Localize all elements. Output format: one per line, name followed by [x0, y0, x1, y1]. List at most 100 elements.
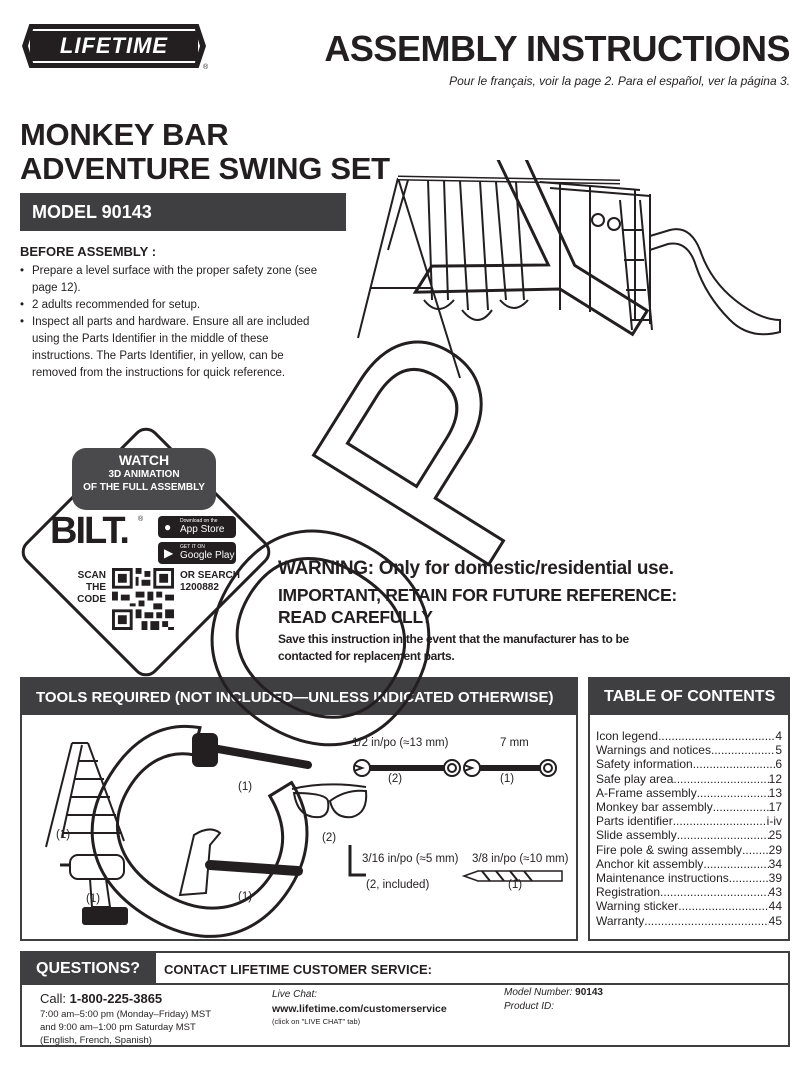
toc-item[interactable]: Icon legend4 [596, 729, 782, 743]
questions-heading: QUESTIONS? [22, 953, 156, 985]
combination-wrench-icon [353, 759, 461, 777]
wrench-half-inch-label: 1/2 in/po (≈13 mm) [352, 737, 449, 749]
language-note: Pour le français, voir la page 2. Para e… [449, 74, 790, 88]
watch-subtitle-2: OF THE FULL ASSEMBLY [83, 482, 205, 493]
wrench-7mm-quantity: (1) [500, 773, 515, 785]
search-text: OR SEARCH 1200882 [180, 570, 240, 594]
toc-item[interactable]: Warranty45 [596, 914, 782, 928]
toc-item-title: Maintenance instructions [596, 871, 729, 886]
toc-item-title: Monkey bar assembly [596, 800, 713, 815]
toc-item[interactable]: Anchor kit assembly34 [596, 857, 782, 871]
document-title: ASSEMBLY INSTRUCTIONS [324, 28, 790, 69]
toc-item-title: Warnings and notices [596, 743, 711, 758]
hours-line: (English, French, Spanish) [40, 1035, 152, 1046]
toc-leader [678, 899, 768, 913]
hammer-quantity: (1) [238, 891, 253, 903]
toc-item[interactable]: Registration43 [596, 885, 782, 899]
toc-item[interactable]: Fire pole & swing assembly29 [596, 843, 782, 857]
toc-leader [658, 729, 775, 743]
phone-number[interactable]: 1-800-225-3865 [69, 991, 163, 1006]
bilt-logo: BILT. [50, 510, 130, 552]
toc-item[interactable]: Warnings and notices 5 [596, 743, 782, 757]
toc-item-page: 39 [768, 871, 782, 886]
toc-item-page: 17 [768, 800, 782, 815]
claw-hammer-icon [178, 828, 303, 897]
toc-item-title: Safety information [596, 757, 693, 772]
logo-text: LIFETIME [59, 33, 169, 58]
tools-required-section: TOOLS REQUIRED (NOT INCLUDED—UNLESS INDI… [20, 677, 578, 941]
toc-leader [697, 786, 769, 800]
toc-list: Icon legend4 Warnings and notices 5 Safet… [590, 715, 788, 928]
list-item: Inspect all parts and hardware. Ensure a… [20, 314, 320, 382]
glasses-quantity: (2) [322, 832, 337, 844]
apple-icon: ● [164, 520, 172, 534]
toc-leader [673, 814, 767, 828]
warning-save-instruction: Save this instruction in the event that … [278, 632, 629, 663]
warning-retain-reference: IMPORTANT, RETAIN FOR FUTURE REFERENCE: … [278, 585, 677, 627]
toc-item-page: 6 [775, 757, 782, 772]
search-text-line1: OR SEARCH [180, 570, 241, 581]
logo-registered-mark: ® [203, 64, 209, 71]
toc-item-page: 34 [768, 856, 782, 871]
before-assembly-heading: BEFORE ASSEMBLY : [20, 244, 157, 259]
toc-heading: TABLE OF CONTENTS [590, 679, 788, 715]
toc-item-page: 25 [768, 828, 782, 843]
mallet-quantity: (1) [238, 781, 253, 793]
list-item: 2 adults recommended for setup. [20, 297, 320, 314]
divider [22, 983, 788, 985]
toc-item-title: Warranty [596, 913, 645, 928]
hours-line: and 9:00 am–1:00 pm Saturday MST [40, 1022, 196, 1033]
toc-item[interactable]: Parts identifieri-iv [596, 814, 782, 828]
toc-item-page: 43 [768, 885, 782, 900]
google-play-label: Google Play [180, 550, 235, 561]
ladder-quantity: (1) [56, 829, 71, 841]
step-ladder-icon [45, 742, 125, 848]
toc-leader [711, 743, 775, 757]
toc-item[interactable]: Warning sticker44 [596, 899, 782, 913]
watch-title: WATCH [118, 452, 170, 468]
questions-section: QUESTIONS? CONTACT LIFETIME CUSTOMER SER… [20, 951, 790, 1047]
toc-item[interactable]: Maintenance instructions 39 [596, 871, 782, 885]
wrench-7mm-icon [463, 759, 557, 777]
toc-item-title: Slide assembly [596, 828, 677, 843]
google-play-icon: ▶ [164, 546, 174, 560]
app-store-button[interactable]: ● Download on the App Store [158, 516, 236, 538]
power-drill-icon [60, 854, 128, 925]
wrench-7mm-label: 7 mm [500, 737, 529, 749]
product-name-line2: ADVENTURE SWING SET [20, 151, 390, 186]
model-banner: MODEL 90143 [20, 193, 346, 231]
app-store-small-label: Download on the [180, 518, 218, 524]
live-chat-link[interactable]: www.lifetime.com/customerservice [272, 1003, 447, 1015]
live-chat-label: Live Chat: [272, 989, 318, 1000]
table-of-contents: TABLE OF CONTENTS Icon legend4 Warnings … [588, 677, 790, 941]
hex-key-icon [348, 845, 366, 877]
before-assembly-list: Prepare a level surface with the proper … [20, 263, 320, 382]
drill-quantity: (1) [86, 893, 101, 905]
search-code: 1200882 [180, 582, 219, 593]
toc-item-title: Fire pole & swing assembly [596, 842, 743, 857]
safety-glasses-icon [291, 783, 368, 819]
toc-item-page: 13 [768, 785, 782, 800]
toc-item-page: 4 [775, 729, 782, 743]
model-number-label: Model Number: [504, 987, 573, 998]
toc-item[interactable]: Monkey bar assembly 17 [596, 800, 782, 814]
qr-code[interactable] [112, 568, 174, 630]
toc-leader [729, 871, 769, 885]
rubber-mallet-icon [192, 733, 312, 769]
toc-item-page: 5 [775, 743, 782, 758]
swing-set-illustration [357, 175, 781, 379]
toc-item-page: i-iv [766, 814, 782, 829]
scan-text: SCAN THE CODE [58, 570, 106, 606]
toc-item[interactable]: A-Frame assembly13 [596, 786, 782, 800]
list-item: Prepare a level surface with the proper … [20, 263, 320, 297]
toc-leader [660, 885, 769, 899]
toc-leader [673, 772, 768, 786]
toc-leader [742, 843, 769, 857]
hours-line: 7:00 am–5:00 pm (Monday–Friday) MST [40, 1009, 212, 1020]
toc-item[interactable]: Slide assembly 25 [596, 828, 782, 842]
call-line: Call: 1-800-225-3865 [40, 991, 162, 1006]
toc-item[interactable]: Safety information 6 [596, 757, 782, 771]
toc-leader [677, 828, 769, 842]
toc-item[interactable]: Safe play area12 [596, 772, 782, 786]
google-play-button[interactable]: ▶ GET IT ON Google Play [158, 542, 236, 564]
